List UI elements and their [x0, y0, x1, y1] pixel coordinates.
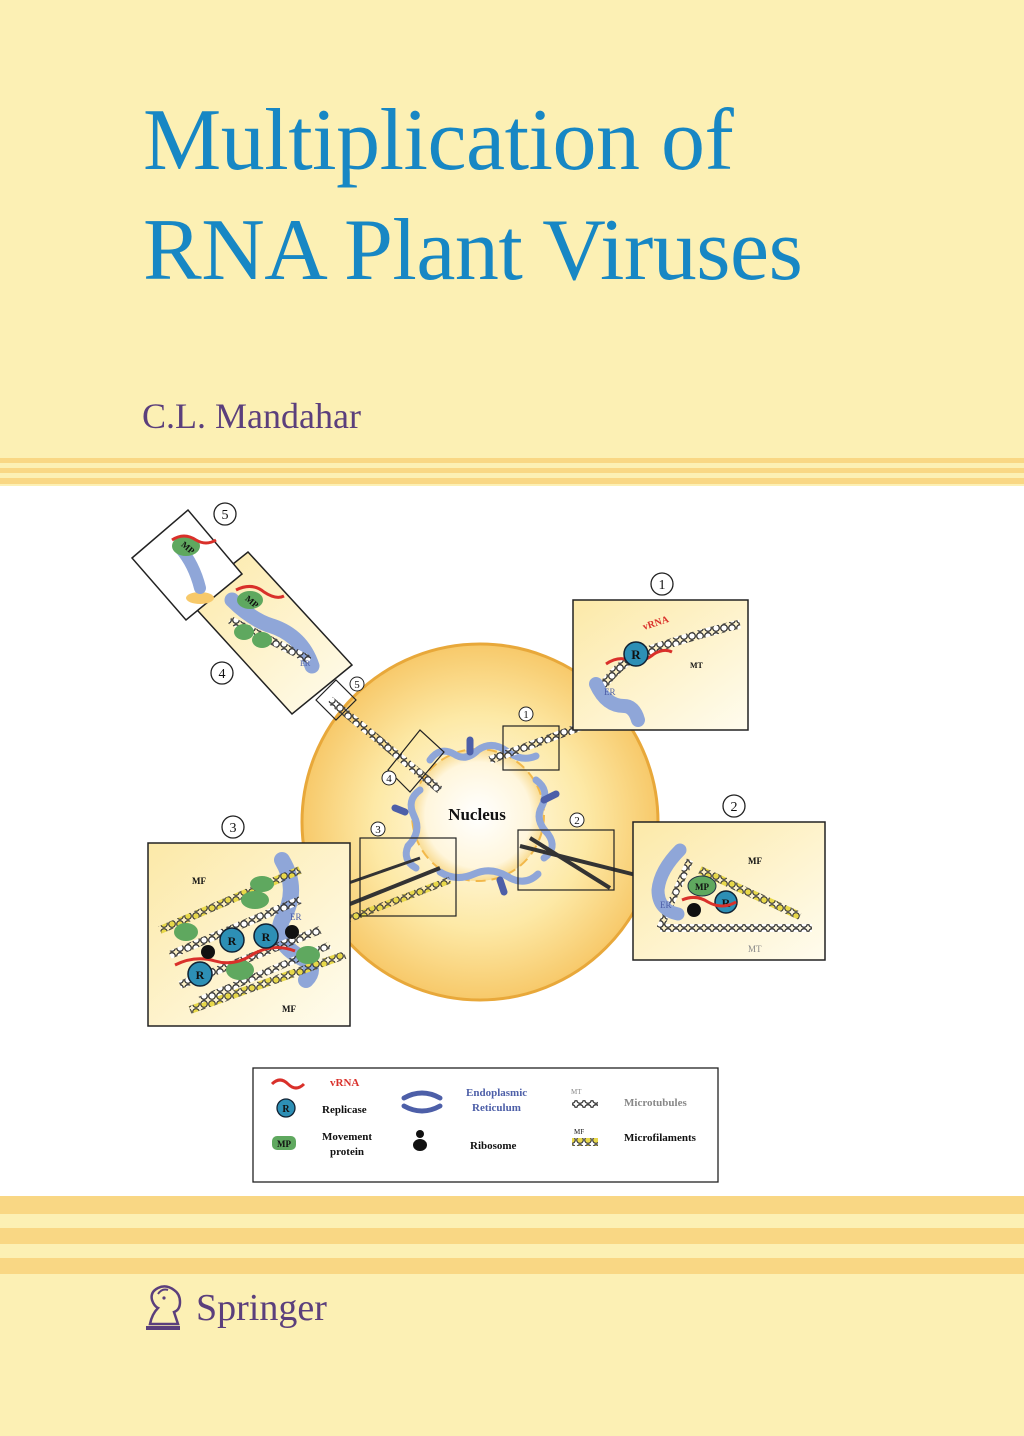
inner-callout-boxes: [315, 679, 615, 917]
inner-callout-numbers: 1 2 3 4 5: [349, 676, 585, 837]
virus-replication-diagram: Nucleus 1 2 3 4 5 1 R vRNA MT: [130, 502, 826, 1183]
stripe-bottom-3: [0, 1258, 1024, 1274]
publisher: Springer: [140, 1280, 327, 1336]
svg-text:Ribosome: Ribosome: [470, 1140, 517, 1152]
svg-text:R: R: [722, 896, 731, 910]
svg-text:5: 5: [222, 508, 229, 523]
svg-text:R: R: [282, 1104, 290, 1115]
stripe-top-3: [0, 478, 1024, 484]
svg-text:4: 4: [219, 667, 226, 682]
svg-text:Movement: Movement: [322, 1131, 372, 1143]
svg-text:MF: MF: [282, 1004, 296, 1014]
title-line-1: Multiplication of: [143, 92, 734, 189]
cover-figure: Nucleus 1 2 3 4 5 1 R vRNA MT: [0, 486, 1024, 1196]
svg-text:MF: MF: [748, 856, 762, 866]
svg-text:5: 5: [354, 679, 360, 691]
svg-text:R: R: [228, 934, 237, 948]
panel-5: 5 MP: [130, 502, 244, 622]
svg-text:4: 4: [386, 773, 392, 785]
svg-text:1: 1: [523, 709, 529, 721]
svg-text:ER: ER: [660, 900, 672, 910]
stripe-top-1: [0, 458, 1024, 463]
panel-3: 3 R R R: [147, 815, 351, 1027]
svg-text:MF: MF: [192, 876, 206, 886]
svg-text:Replicase: Replicase: [322, 1104, 367, 1116]
svg-text:Reticulum: Reticulum: [472, 1102, 521, 1114]
svg-text:Endoplasmic: Endoplasmic: [466, 1087, 527, 1099]
svg-text:ER: ER: [290, 912, 302, 922]
svg-text:MP: MP: [277, 1139, 291, 1149]
stripe-bottom-2: [0, 1228, 1024, 1244]
svg-text:MT: MT: [748, 944, 762, 954]
springer-horse-icon: [146, 1285, 182, 1330]
svg-text:MT: MT: [690, 661, 704, 670]
svg-text:1: 1: [659, 578, 666, 593]
title-line-2: RNA Plant Viruses: [143, 202, 803, 299]
svg-text:R: R: [631, 647, 641, 662]
svg-text:ER: ER: [300, 659, 311, 668]
svg-text:R: R: [262, 930, 271, 944]
panel-2: 2 MP R MF ER MT: [632, 794, 826, 961]
svg-text:3: 3: [375, 824, 381, 836]
svg-text:vRNA: vRNA: [330, 1077, 359, 1089]
publisher-name: Springer: [196, 1287, 327, 1329]
author-name: C.L. Mandahar: [142, 396, 361, 436]
nucleus-label: Nucleus: [448, 805, 506, 824]
svg-text:ER: ER: [604, 687, 616, 697]
svg-text:MP: MP: [695, 882, 709, 892]
svg-text:3: 3: [230, 821, 237, 836]
book-title: Multiplication of RNA Plant Viruses: [143, 86, 1003, 306]
panel-4: 4 MP ER: [186, 550, 354, 716]
svg-text:R: R: [196, 968, 205, 982]
svg-text:MT: MT: [571, 1088, 582, 1096]
svg-text:2: 2: [574, 815, 580, 827]
svg-text:2: 2: [731, 800, 738, 815]
svg-text:protein: protein: [330, 1146, 364, 1158]
svg-text:MF: MF: [574, 1128, 584, 1136]
svg-text:Microfilaments: Microfilaments: [624, 1132, 697, 1144]
stripe-top-2: [0, 468, 1024, 473]
panel-1: 1 R vRNA MT ER: [572, 572, 749, 731]
stripe-bottom-1: [0, 1196, 1024, 1214]
svg-text:Microtubules: Microtubules: [624, 1097, 687, 1109]
legend: vRNA R Replicase MP Movement protein End…: [252, 1067, 719, 1183]
